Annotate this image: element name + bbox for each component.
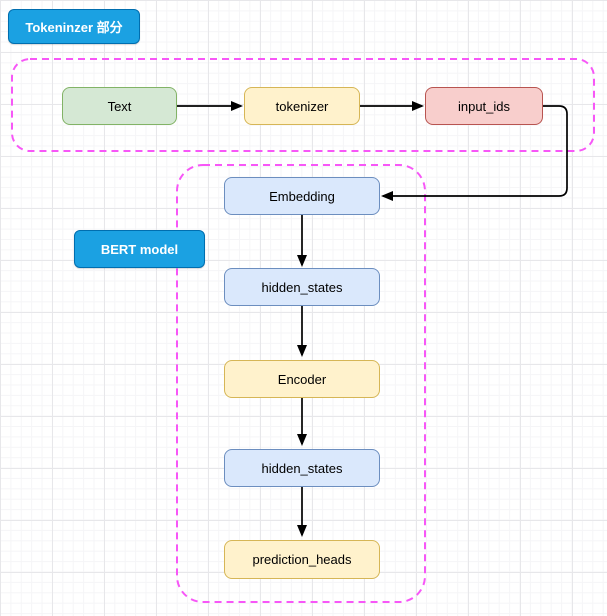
- bert-model-label: BERT model: [74, 230, 205, 268]
- arrow-input-ids-to-embedding: [381, 105, 568, 201]
- node-text: Text: [62, 87, 177, 125]
- tokenizer-section-container: [11, 58, 595, 152]
- node-prediction-heads: prediction_heads: [224, 540, 380, 579]
- bert-model-container: [176, 164, 426, 603]
- node-hidden-states-2: hidden_states: [224, 449, 380, 487]
- tokenizer-section-label: Tokeninzer 部分: [8, 9, 140, 44]
- node-encoder: Encoder: [224, 360, 380, 398]
- node-input-ids: input_ids: [425, 87, 543, 125]
- node-hidden-states-1: hidden_states: [224, 268, 380, 306]
- node-embedding: Embedding: [224, 177, 380, 215]
- node-tokenizer: tokenizer: [244, 87, 360, 125]
